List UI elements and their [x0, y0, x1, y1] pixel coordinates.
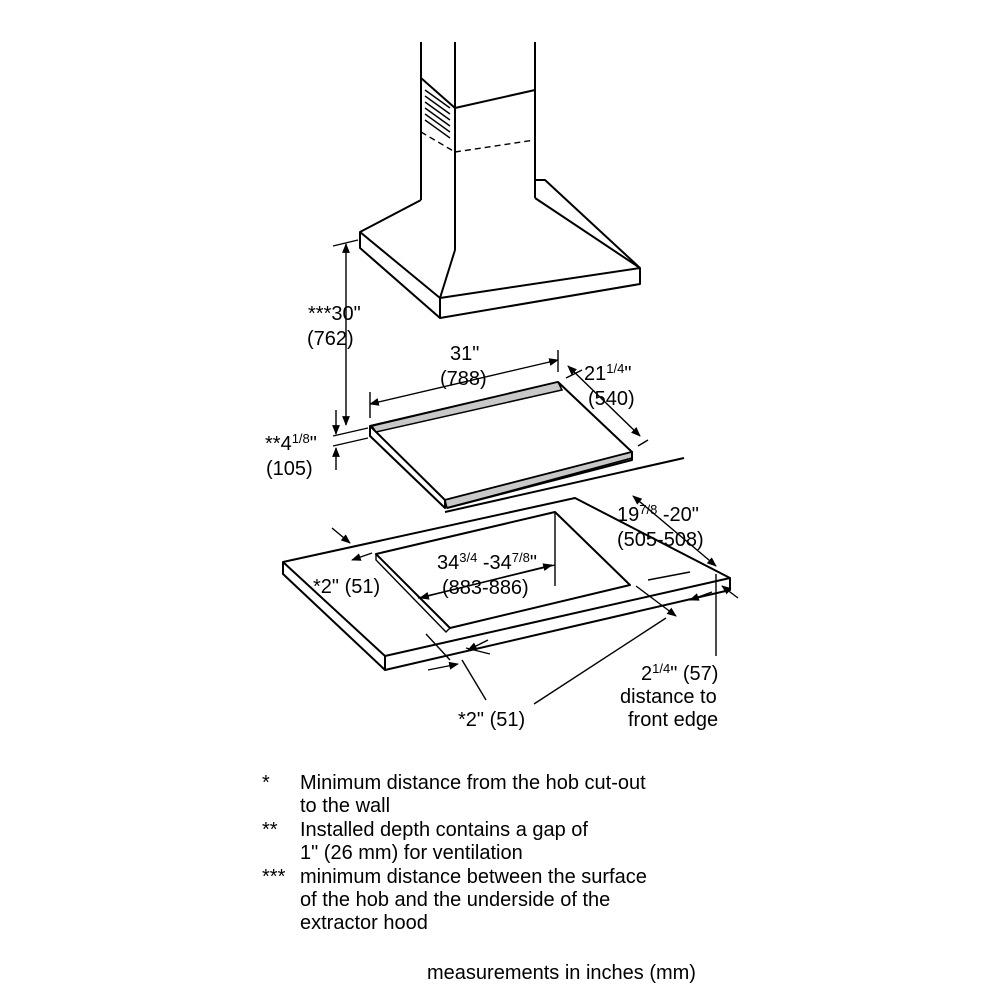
footnote-mark: *** — [262, 866, 286, 888]
hood-height-mm: (762) — [307, 328, 354, 350]
front-edge-line3: front edge — [628, 709, 718, 731]
vent-grille-icon — [424, 89, 451, 139]
hood-height-dimension: ***30" (762) — [307, 239, 361, 426]
footnote-line: Minimum distance from the hob cut-out — [300, 772, 646, 794]
cutout-depth-label: 197/8 -20" — [617, 502, 699, 526]
footnote-single: * Minimum distance from the hob cut-out … — [262, 772, 822, 818]
cutout-width-mm: (883-886) — [442, 577, 529, 599]
footnote-double: ** Installed depth contains a gap of 1" … — [262, 819, 822, 865]
cutout-depth-dimension: 197/8 -20" (505-508) — [617, 495, 717, 567]
side-clearance-left-dimension: *2" (51) — [313, 527, 380, 598]
hob-installed-depth-dimension: **41/8" (105) — [265, 410, 369, 480]
hob-width-mm: (788) — [440, 368, 487, 390]
hob-depth-dimension: 211/4" (540) — [565, 361, 649, 447]
footnote-line: of the hob and the underside of the — [300, 889, 611, 911]
footnote-line: 1" (26 mm) for ventilation — [300, 842, 523, 864]
footnotes: * Minimum distance from the hob cut-out … — [262, 772, 822, 936]
footnote-mark: ** — [262, 819, 278, 841]
extractor-hood — [359, 42, 641, 319]
cutout-width-dimension: 343/4 -347/8" (883-886) — [419, 550, 553, 600]
hob-depth-label: 211/4" — [584, 361, 631, 385]
hood-height-label: ***30" — [308, 303, 361, 325]
hob-width-label: 31" — [450, 343, 479, 365]
front-edge-line2: distance to — [620, 686, 717, 708]
footnote-mark: * — [262, 772, 270, 794]
side-clearance-front-label: *2" (51) — [458, 709, 525, 731]
hob-depth-mm: (540) — [588, 388, 635, 410]
cutout-depth-mm: (505-508) — [617, 529, 704, 551]
hob-depth-installed-label: **41/8" — [265, 431, 317, 455]
wall-line — [444, 457, 685, 513]
side-clearance-front-dimension: *2" (51) — [425, 633, 525, 731]
hob-depth-installed-mm: (105) — [266, 458, 313, 480]
measurement-units-note: measurements in inches (mm) — [427, 962, 696, 984]
footnote-triple: *** minimum distance between the surface… — [262, 866, 822, 935]
hob-width-dimension: 31" (788) — [369, 343, 559, 418]
front-edge-label: 21/4" (57) — [641, 661, 718, 685]
cutout-width-label: 343/4 -347/8" — [437, 550, 537, 574]
footnote-line: extractor hood — [300, 912, 428, 934]
footnote-line: to the wall — [300, 795, 391, 817]
side-clearance-left-label: *2" (51) — [313, 576, 380, 598]
footnote-line: Installed depth contains a gap of — [300, 819, 588, 841]
front-edge-dimension: 21/4" (57) distance to front edge — [533, 571, 739, 731]
footnote-line: minimum distance between the surface — [300, 866, 647, 888]
